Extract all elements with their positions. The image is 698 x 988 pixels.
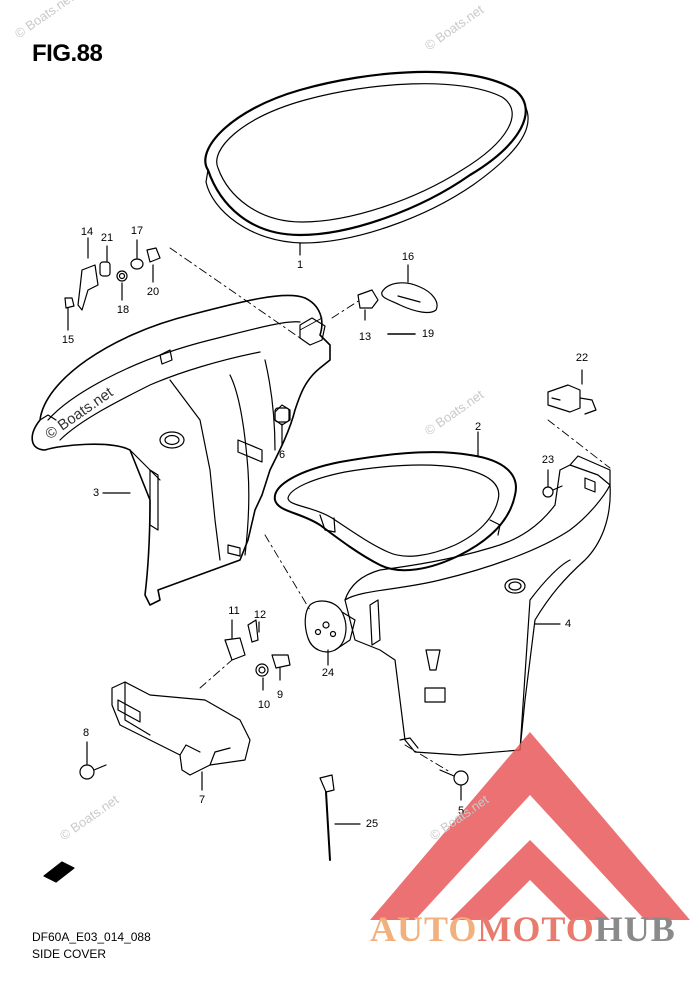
callout-11: 11 [228, 605, 240, 617]
callout-5: 5 [457, 805, 465, 817]
callout-13: 13 [358, 331, 372, 343]
bolt-5-part [439, 769, 469, 786]
callout-2: 2 [474, 421, 482, 433]
callout-24: 24 [321, 667, 335, 679]
callout-8: 8 [82, 727, 90, 739]
callout-9: 9 [276, 689, 284, 701]
port-side-cover-part [31, 294, 331, 606]
logo-triangle-icon [370, 732, 690, 920]
callout-15: 15 [61, 334, 75, 346]
callout-25: 25 [365, 818, 379, 830]
grommet-part [304, 600, 356, 653]
callout-16: 16 [401, 251, 415, 263]
figure-code: DF60A_E03_014_088 [32, 930, 151, 944]
bushing-part [274, 407, 290, 423]
figure-title: FIG.88 [32, 40, 103, 67]
callout-17: 17 [130, 225, 144, 237]
fwd-arrow-icon [43, 861, 75, 883]
callout-19: 19 [421, 328, 435, 340]
callout-21: 21 [100, 232, 114, 244]
logo-part-auto: AUTO [370, 909, 478, 949]
callout-1: 1 [296, 259, 304, 271]
starboard-side-cover-part [344, 455, 611, 756]
callout-14: 14 [80, 226, 94, 238]
logo-wordmark: AUTOMOTOHUB [370, 908, 676, 950]
callout-4: 4 [564, 618, 572, 630]
callout-10: 10 [257, 699, 271, 711]
lower-cover-part [111, 681, 251, 776]
latch-hardware [64, 247, 161, 311]
seal-ring-part [204, 70, 529, 244]
cable-tie-part [319, 774, 335, 861]
handle-part [381, 282, 438, 314]
callout-23: 23 [541, 454, 555, 466]
logo-part-hub: HUB [594, 909, 676, 949]
figure-name: SIDE COVER [32, 947, 107, 961]
bolt-8-part [79, 764, 107, 780]
bracket-part [547, 384, 597, 415]
callout-22: 22 [575, 352, 589, 364]
side-seal-part [273, 451, 517, 572]
mount-hardware [224, 619, 291, 677]
callout-18: 18 [116, 304, 130, 316]
logo-part-moto: MOTO [477, 909, 595, 949]
knob-part [357, 289, 379, 309]
callout-3: 3 [92, 487, 100, 499]
callout-20: 20 [146, 286, 160, 298]
bolt-23-part [542, 485, 563, 498]
callout-7: 7 [198, 794, 206, 806]
callout-6: 6 [278, 449, 286, 461]
callout-12: 12 [253, 609, 267, 621]
